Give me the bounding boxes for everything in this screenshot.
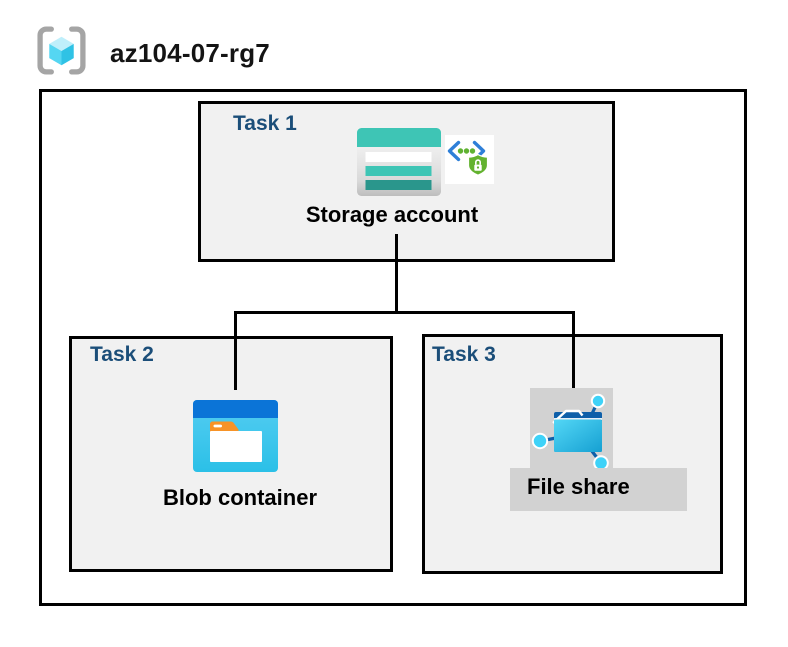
file-share-icon xyxy=(531,393,609,471)
file-share-label: File share xyxy=(527,474,630,499)
task1-box: Task 1 Storage account xyxy=(198,101,615,262)
secure-access-icon xyxy=(445,135,494,184)
task1-label: Task 1 xyxy=(233,112,297,135)
resource-group-name: az104-07-rg7 xyxy=(110,38,270,68)
file-share-icon-plate xyxy=(530,388,613,471)
task3-box: Task 3 File share xyxy=(422,334,723,574)
blob-container-label: Blob container xyxy=(162,485,318,510)
task2-label: Task 2 xyxy=(90,343,154,366)
blob-container-icon xyxy=(193,400,278,472)
resource-group-icon xyxy=(37,26,86,75)
file-share-label-plate: File share xyxy=(510,468,687,511)
task2-box: Task 2 Blob container xyxy=(69,336,393,572)
storage-account-icon xyxy=(357,128,441,196)
storage-account-label: Storage account xyxy=(305,202,479,227)
task3-label: Task 3 xyxy=(432,343,496,366)
